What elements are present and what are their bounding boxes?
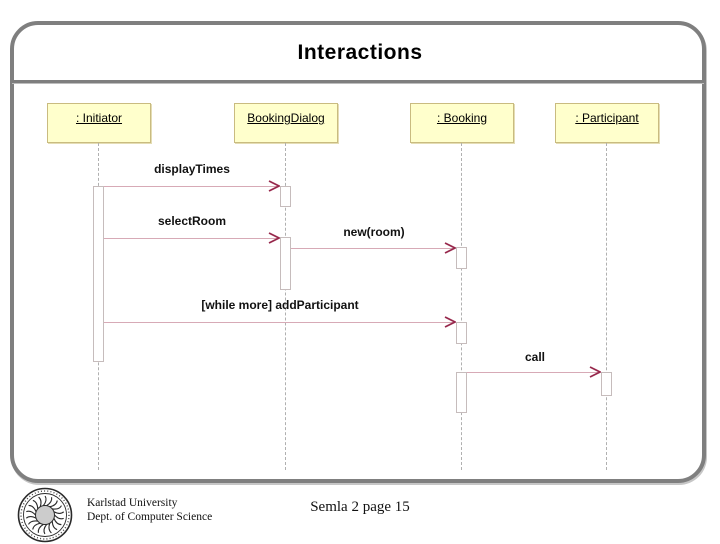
activation-bar-booking-add [456, 322, 467, 344]
object-label: : Initiator [75, 111, 123, 125]
message-line-addparticipant [104, 322, 455, 323]
message-label-newroom: new(room) [343, 225, 405, 239]
title-divider [12, 80, 704, 84]
arrowhead-icon [268, 232, 280, 244]
message-label-displaytimes: displayTimes [154, 162, 230, 176]
arrowhead-icon [268, 180, 280, 192]
message-line-newroom [291, 248, 455, 249]
object-box-booking: : Booking [410, 103, 514, 143]
object-label: : Participant [575, 111, 639, 125]
slide-frame [10, 21, 706, 483]
lifeline-bookingdialog [285, 143, 286, 470]
lifeline-booking [461, 143, 462, 470]
message-label-selectroom: selectRoom [157, 214, 227, 228]
activation-bar-dialog-select [280, 237, 291, 290]
activation-bar-booking-call [456, 372, 467, 413]
object-box-initiator: : Initiator [47, 103, 151, 143]
arrowhead-icon [444, 242, 456, 254]
activation-bar-dialog-display [280, 186, 291, 207]
message-line-call [467, 372, 600, 373]
arrowhead-icon [589, 366, 601, 378]
footer-dept-name: Dept. of Computer Science [87, 511, 213, 523]
object-box-bookingdialog: BookingDialog [234, 103, 338, 143]
object-label: : Booking [436, 111, 488, 125]
message-line-displaytimes [104, 186, 279, 187]
activation-bar-initiator [93, 186, 104, 362]
page-number-label: Semla 2 page 15 [310, 499, 410, 515]
activation-bar-participant [601, 372, 612, 396]
message-label-addparticipant: [while more] addParticipant [201, 298, 359, 312]
footer-org-name: Karlstad University [87, 497, 178, 509]
slide-title: Interactions [297, 41, 423, 64]
object-label: BookingDialog [247, 111, 325, 125]
activation-bar-booking-new [456, 247, 467, 269]
message-line-selectroom [104, 238, 279, 239]
arrowhead-icon [444, 316, 456, 328]
object-box-participant: : Participant [555, 103, 659, 143]
lifeline-participant [606, 143, 607, 470]
university-seal-icon [17, 487, 73, 543]
message-label-call: call [524, 350, 546, 364]
